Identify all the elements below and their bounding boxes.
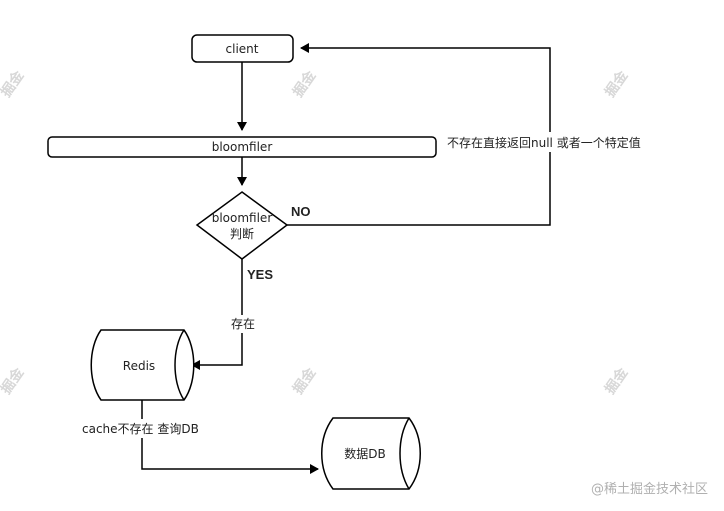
decision-label-line2: 判断: [230, 226, 254, 241]
watermark: 掘金: [0, 364, 28, 398]
yes-label: YES: [247, 267, 273, 282]
redis-node-curve: [174, 329, 185, 401]
no-label: NO: [291, 204, 311, 219]
watermark: 掘金: [601, 364, 632, 398]
cache-miss-label-bg: [80, 419, 206, 438]
exists-label: 存在: [231, 317, 255, 331]
db-label: 数据DB: [344, 446, 385, 461]
watermark: 掘金: [289, 67, 320, 101]
cache-miss-label: cache不存在 查询DB: [82, 422, 199, 436]
return-label-bg: [442, 132, 658, 152]
edge-yes-to-redis: [191, 259, 243, 370]
watermark: 掘金: [601, 67, 632, 101]
watermark: 掘金: [289, 364, 320, 398]
footer-credit: @稀土掘金技术社区: [591, 481, 708, 497]
decision-node: [195, 191, 289, 260]
redis-label: Redis: [123, 359, 155, 373]
watermark: 掘金: [0, 67, 28, 101]
decision-label-line1: bloomfiler: [212, 211, 273, 225]
return-label: 不存在直接返回null 或者一个特定值: [447, 135, 641, 150]
client-label: client: [226, 42, 259, 56]
db-node-curve: [399, 417, 410, 490]
exists-label-bg: [228, 315, 258, 333]
bloomfilter-label: bloomfiler: [212, 140, 273, 154]
